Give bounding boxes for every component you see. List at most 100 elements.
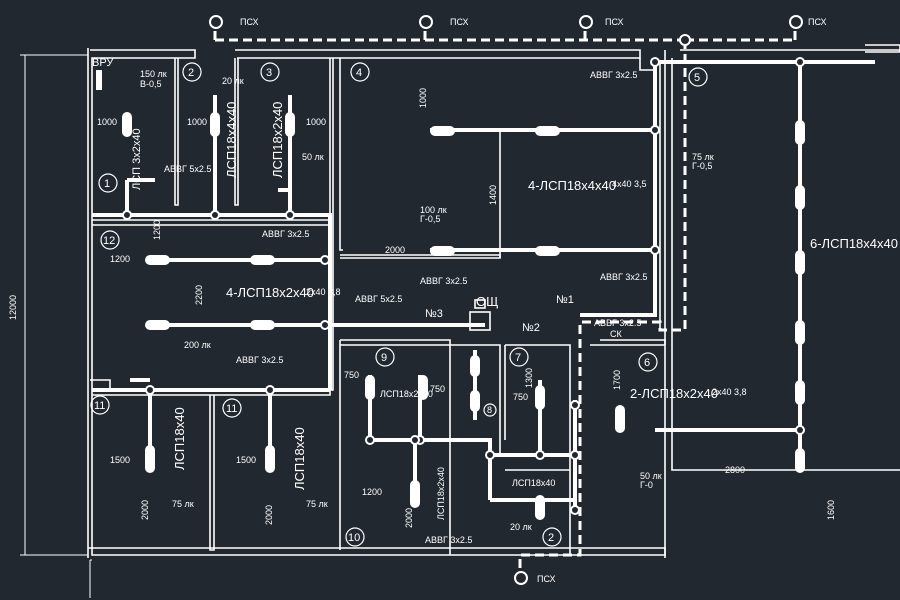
luminaire <box>145 445 155 473</box>
room-number: 9 <box>381 352 387 364</box>
room-number: 7 <box>515 352 521 364</box>
illum-coef: Г-0,5 <box>420 214 440 224</box>
dimension: 1500 <box>110 455 130 465</box>
psx-fixture <box>419 15 433 29</box>
luminaire <box>535 385 545 410</box>
dimension: 1500 <box>236 455 256 465</box>
room-number: 6 <box>644 357 650 369</box>
luminaire <box>418 375 428 400</box>
luminaire <box>795 120 805 145</box>
dimension: 1200 <box>362 487 382 497</box>
luminaire <box>210 112 220 137</box>
emergency-feeder-top <box>209 15 803 585</box>
luminaire <box>285 112 295 137</box>
luminaire <box>795 185 805 210</box>
luminaire <box>250 320 275 330</box>
illum-label: 50 лк <box>302 152 324 162</box>
room-number: 8 <box>487 405 492 415</box>
psx-fixture <box>209 15 223 29</box>
luminaire <box>535 126 560 136</box>
room-number: 11 <box>94 400 105 412</box>
luminaire <box>430 246 455 256</box>
luminaire <box>265 445 275 473</box>
dimension: 750 <box>430 384 445 394</box>
luminaire <box>795 380 805 405</box>
illum-label: 20 лк <box>510 522 532 532</box>
fixture-label: ЛСП18x40 <box>292 427 307 490</box>
luminaire <box>470 390 480 412</box>
illum-label: 150 лк <box>140 69 167 79</box>
room-number: 1 <box>104 178 110 190</box>
psx-fixture <box>579 15 593 29</box>
ck-label: СК <box>610 329 622 339</box>
illum-label: 50 лк <box>640 471 662 481</box>
cable-label: АВВГ 3x2.5 <box>600 272 647 282</box>
illum-coef: В-0,5 <box>140 79 162 89</box>
fixture-sub: 2x40 3,8 <box>306 287 341 297</box>
room-number: 5 <box>694 72 700 84</box>
psx-label: ПСХ <box>240 17 258 27</box>
illum-label: 20 лк <box>222 76 244 86</box>
dimension: 1200 <box>152 220 162 240</box>
luminaire <box>145 320 170 330</box>
room-number: 4 <box>356 67 362 79</box>
fixture-label: ЛСП18x2x40 <box>270 102 285 178</box>
luminaire <box>795 320 805 345</box>
line-label: №1 <box>556 294 574 306</box>
luminaire <box>795 250 805 275</box>
vru-label: ВРУ <box>92 57 114 69</box>
junction-boxes <box>122 34 805 515</box>
luminaire <box>430 126 455 136</box>
dimension: 750 <box>513 392 528 402</box>
luminaire <box>122 112 132 137</box>
room-number: 3 <box>266 67 272 79</box>
dimension: 1400 <box>488 185 498 205</box>
oshch-label: ОЩ <box>476 294 498 309</box>
illum-label: 75 лк <box>692 152 714 162</box>
cable-label: АВВГ 3x2.5 <box>590 70 637 80</box>
dimension: 2000 <box>404 508 414 528</box>
luminaire <box>145 255 170 265</box>
illum-label: 100 лк <box>420 205 447 215</box>
cable-label: АВВГ 3x2.5 <box>236 355 283 365</box>
illum-coef: Г-0,5 <box>692 161 712 171</box>
fixture-label: 2-ЛСП18x2x40 <box>630 386 718 401</box>
fixture-label: 6-ЛСП18x4x40 <box>810 236 898 251</box>
fixture-label: ЛСП 3x2x40 <box>131 128 143 190</box>
dimension: 1300 <box>524 368 534 388</box>
cable-label: АВВГ 3x2.5 <box>262 229 309 239</box>
dimension: 1000 <box>306 117 326 127</box>
cable-label: АВВГ 5x2.5 <box>355 294 402 304</box>
room-number: 2 <box>548 532 554 544</box>
luminaires <box>122 112 805 520</box>
dimension: 750 <box>344 370 359 380</box>
dimension: 1600 <box>826 500 836 520</box>
cable-label: АВВГ 3x2.5 <box>594 318 641 328</box>
room-number: 12 <box>103 235 115 247</box>
illum-label: 75 лк <box>306 499 328 509</box>
fixture-label: ЛСП18x4x40 <box>224 102 239 178</box>
dimension: 1000 <box>187 117 207 127</box>
dimension: 2000 <box>385 245 405 255</box>
cable-label: АВВГ 5x2.5 <box>164 164 211 174</box>
luminaire <box>410 480 420 508</box>
fixture-label: ЛСП18x2x40 <box>380 389 433 399</box>
fixture-label: ЛСП18x40 <box>172 407 187 470</box>
dimension: 1200 <box>110 254 130 264</box>
room-number: 2 <box>188 67 194 79</box>
psx-fixture <box>789 15 803 29</box>
fixture-sub: 4x40 3,5 <box>612 179 647 189</box>
psx-label: ПСХ <box>537 574 555 584</box>
cable-label: АВВГ 3x2.5 <box>420 276 467 286</box>
dimension: 2800 <box>725 465 745 475</box>
line-label: №2 <box>522 322 540 334</box>
room-number: 10 <box>348 532 360 544</box>
room-number: 11 <box>226 403 237 415</box>
fixture-label: ЛСП18x2x40 <box>436 467 446 520</box>
illum-coef: Г-0 <box>640 480 653 490</box>
luminaire <box>250 255 275 265</box>
luminaire <box>615 405 625 433</box>
psx-fixture <box>514 571 528 585</box>
